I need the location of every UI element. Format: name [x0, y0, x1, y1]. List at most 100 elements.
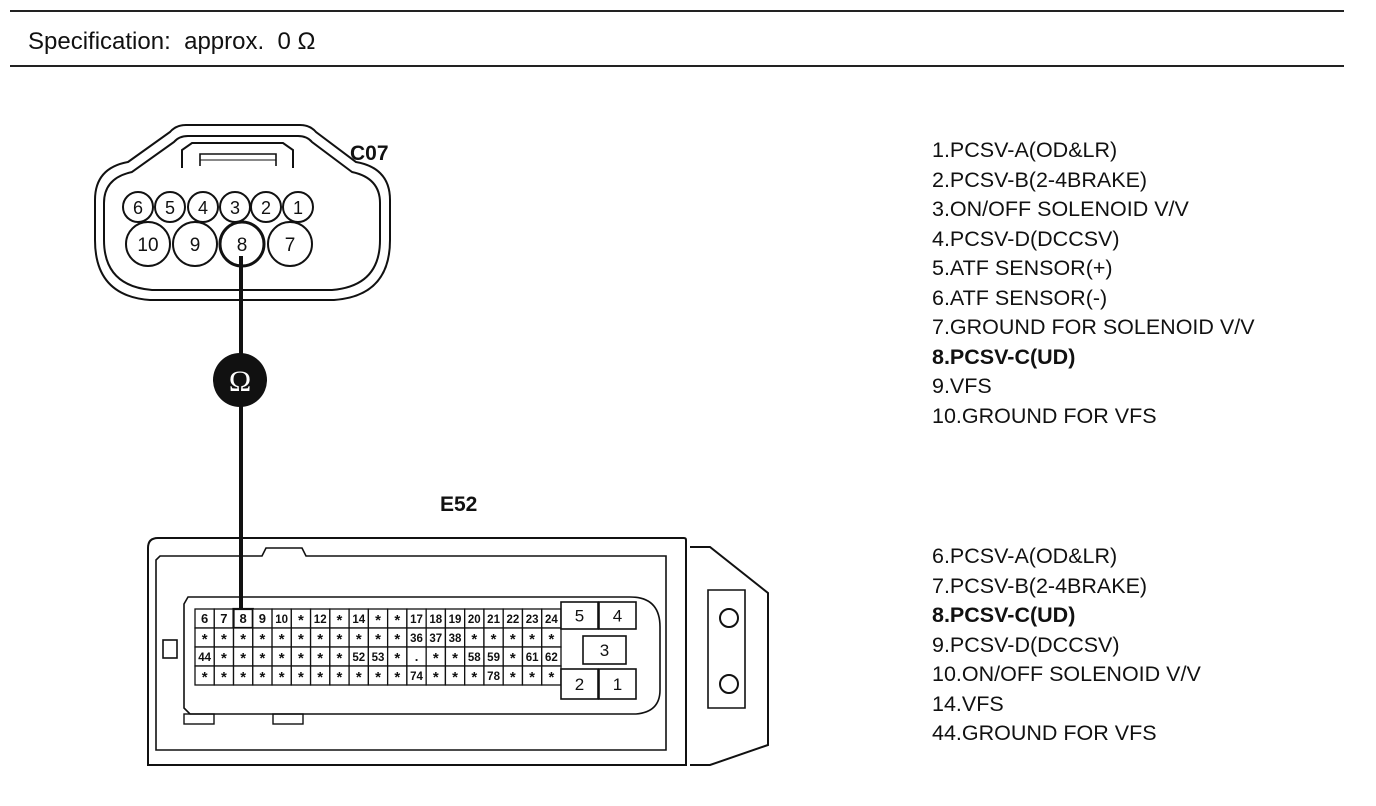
e52-pin-label: . [415, 649, 419, 664]
e52-pin-label: * [240, 650, 246, 667]
e52-pin-label: 10 [275, 614, 288, 626]
c07-pin-function-list: 1.PCSV-A(OD&LR)2.PCSV-B(2-4BRAKE)3.ON/OF… [932, 136, 1255, 431]
e52-pin-label: * [356, 631, 362, 648]
c07-pin [187, 191, 219, 223]
e52-pin-label: * [394, 631, 400, 648]
e52-pin-label: 17 [410, 614, 423, 626]
e52-mount-hole-bottom [719, 674, 739, 694]
e52-power-pin [582, 635, 627, 665]
c07-pin-label: 2 [261, 198, 271, 218]
pin-function-item: 9.VFS [932, 374, 992, 398]
e52-outer-housing [147, 537, 687, 766]
c07-pin-label: 10 [137, 235, 158, 256]
c07-pin-label: 8 [237, 235, 248, 256]
c07-outer-housing [94, 124, 391, 301]
pin-function-item: 8.PCSV-C(UD) [932, 603, 1076, 627]
e52-pin-label: * [298, 631, 304, 648]
e52-pin-label: * [394, 650, 400, 667]
e52-pin-label: 20 [468, 614, 481, 626]
e52-pin-label: * [221, 650, 227, 667]
spec-value: approx. [184, 28, 265, 55]
e52-pin-label: * [279, 631, 285, 648]
e52-pin-label: * [259, 631, 265, 648]
e52-pin-label: * [337, 612, 343, 629]
pin-function-item: 44.GROUND FOR VFS [932, 721, 1157, 745]
e52-pin-label: * [298, 650, 304, 667]
c07-label: C07 [350, 142, 389, 165]
pin-function-item: 5.ATF SENSOR(+) [932, 256, 1113, 280]
e52-pin-label: 14 [352, 614, 365, 626]
c07-pin [172, 221, 218, 267]
e52-pin-cavity [183, 596, 661, 715]
e52-pin-label: * [337, 669, 343, 686]
e52-pin-function-list: 6.PCSV-A(OD&LR)7.PCSV-B(2-4BRAKE)8.PCSV-… [932, 542, 1201, 749]
e52-pin-label: * [375, 612, 381, 629]
e52-pin-label: * [221, 631, 227, 648]
e52-pin-label: * [433, 669, 439, 686]
pin-function-item: 10.ON/OFF SOLENOID V/V [932, 662, 1201, 686]
e52-pin-label: * [548, 669, 554, 686]
e52-bottom-tab-left [183, 713, 215, 725]
c07-pin [122, 191, 154, 223]
e52-pin-label: * [259, 650, 265, 667]
e52-pin-label: * [337, 650, 343, 667]
pin-function-item: 6.ATF SENSOR(-) [932, 285, 1108, 310]
c07-pin [125, 221, 171, 267]
e52-pin-label: * [491, 631, 497, 648]
pin-function-item: 4.PCSV-D(DCCSV) [932, 226, 1120, 251]
e52-pin-label: * [240, 669, 246, 686]
c07-pin [154, 191, 186, 223]
e52-pin-label: * [375, 669, 381, 686]
e52-pin-label: * [337, 631, 343, 648]
c07-pin [282, 191, 314, 223]
connector-c07 [94, 124, 391, 301]
e52-pin-label: * [452, 669, 458, 686]
e52-inner-frame [155, 547, 667, 751]
e52-power-pin [598, 668, 637, 700]
e52-pin-label: 22 [506, 614, 519, 626]
e52-pin-label: 19 [449, 614, 462, 626]
c07-pin-label: 6 [133, 198, 143, 218]
e52-pin-label: 9 [259, 611, 266, 626]
e52-power-pin-label: 1 [613, 675, 622, 694]
e52-pin-label: * [202, 669, 208, 686]
c07-pin-label: 1 [293, 198, 303, 218]
e52-label: E52 [440, 493, 477, 516]
e52-pin-label: 61 [526, 652, 539, 664]
ohmmeter-symbol: Ω [213, 353, 267, 407]
e52-pin-label: 58 [468, 652, 481, 664]
e52-pin-label: * [471, 631, 477, 648]
e52-power-pin-label: 2 [575, 675, 584, 694]
e52-pin-label: * [221, 669, 227, 686]
e52-pin-label: 23 [526, 614, 539, 626]
e52-power-pin [598, 601, 637, 630]
c07-pin-label: 3 [230, 198, 240, 218]
e52-bottom-tab-right [272, 713, 304, 725]
e52-pin-label: 78 [487, 671, 500, 683]
c07-pin-label: 5 [165, 198, 175, 218]
e52-power-pin-label: 4 [613, 607, 622, 626]
e52-pin-label: * [394, 669, 400, 686]
connector-e52 [147, 537, 769, 766]
e52-pin-label: * [279, 669, 285, 686]
e52-pin-label: 24 [545, 614, 558, 626]
e52-pin-label: * [394, 612, 400, 629]
pin-function-item: 9.PCSV-D(DCCSV) [932, 632, 1120, 657]
e52-pin-label: 8 [240, 611, 247, 626]
e52-pin-label: * [356, 669, 362, 686]
pin-function-item: 10.GROUND FOR VFS [932, 403, 1157, 428]
e52-pin-label: * [529, 669, 535, 686]
e52-pin-label: * [471, 669, 477, 686]
e52-pin-label: 21 [487, 614, 500, 626]
e52-pin-label: 59 [487, 652, 500, 664]
spec-reading: 0 Ω [277, 28, 316, 55]
e52-pin-label: 44 [198, 652, 211, 664]
e52-pin-label: * [452, 650, 458, 667]
top-rule [10, 10, 1344, 12]
e52-pin-label: 74 [410, 671, 423, 683]
e52-pin-label: 36 [410, 633, 423, 645]
pin-function-item: 8.PCSV-C(UD) [932, 344, 1076, 369]
e52-pin-label: * [298, 612, 304, 629]
